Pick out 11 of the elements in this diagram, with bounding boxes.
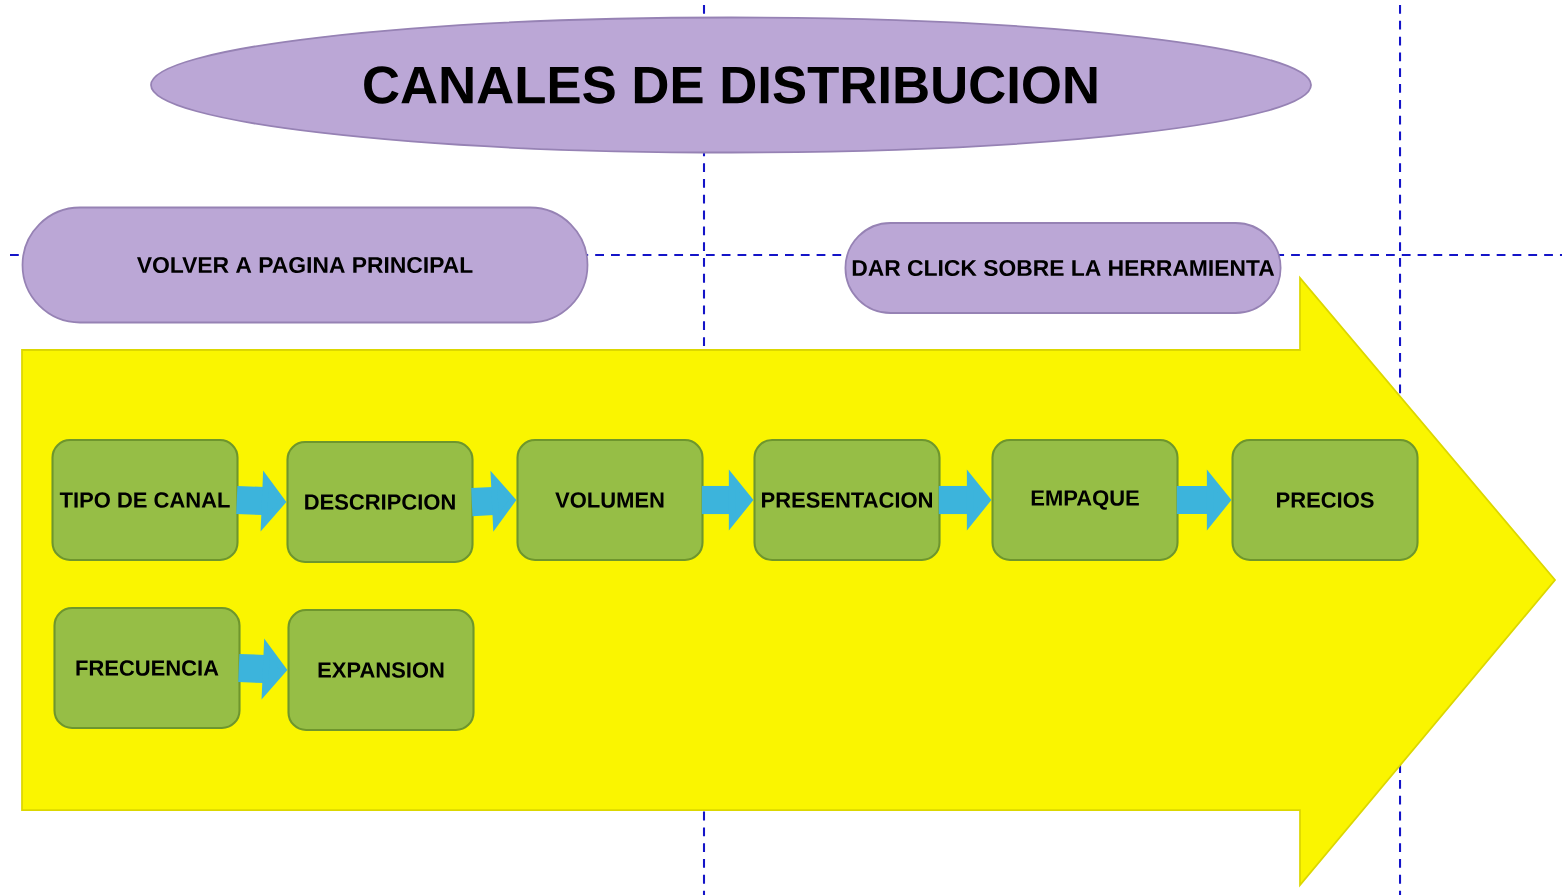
step-box: PRESENTACION bbox=[753, 438, 941, 562]
step-box: PRECIOS bbox=[1231, 438, 1419, 562]
step-box: EMPAQUE bbox=[991, 438, 1179, 562]
button-pill: VOLVER A PAGINA PRINCIPAL bbox=[21, 206, 589, 324]
step-box: EXPANSION bbox=[287, 608, 475, 732]
title-banner: CANALES DE DISTRIBUCION bbox=[150, 16, 1312, 154]
step-box: FRECUENCIA bbox=[53, 606, 241, 730]
step-box: TIPO DE CANAL bbox=[51, 438, 239, 562]
step-box: VOLUMEN bbox=[516, 438, 704, 562]
step-box: DESCRIPCION bbox=[286, 440, 474, 564]
button-pill: DAR CLICK SOBRE LA HERRAMIENTA bbox=[844, 222, 1282, 314]
